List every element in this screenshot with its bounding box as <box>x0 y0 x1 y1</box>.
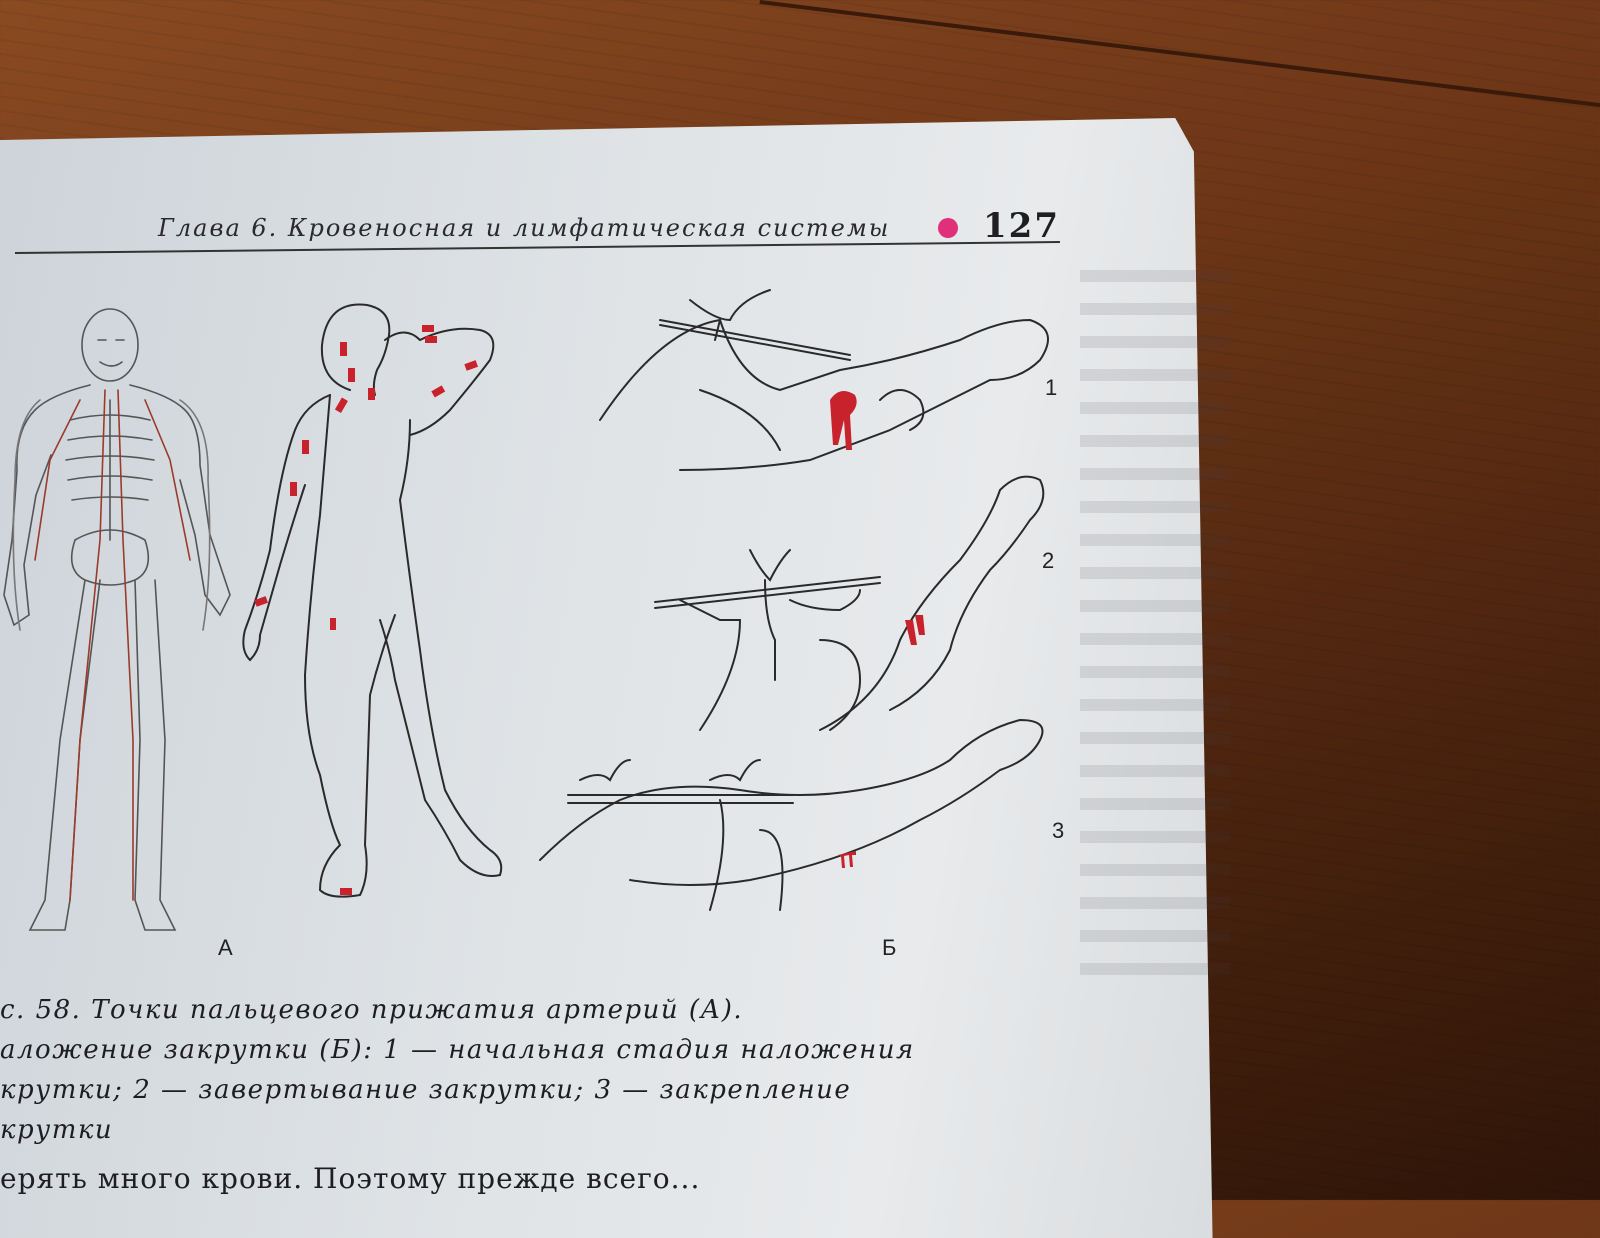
show-through-text <box>1080 270 1230 990</box>
running-head: Глава 6. Кровеносная и лимфатическая сис… <box>158 206 1058 246</box>
body-text-line: ерять много крови. Поэтому прежде всего.… <box>0 1162 701 1195</box>
tourniquet-step-2-illustration <box>654 475 1045 731</box>
figure-caption: с. 58. Точки пальцевого прижатия артерий… <box>0 990 1060 1150</box>
chapter-title: Глава 6. Кровеносная и лимфатическая сис… <box>158 214 891 242</box>
pressure-point <box>334 397 348 414</box>
pressure-point <box>330 618 336 630</box>
pressure-point <box>464 360 479 371</box>
caption-line: крутки <box>0 1115 114 1145</box>
book-page <box>0 118 1213 1238</box>
skeleton-illustration <box>3 308 231 931</box>
pressure-points <box>254 325 479 895</box>
chapter-marker-dot <box>938 218 958 238</box>
figure-58 <box>3 289 1049 931</box>
figure-label-b: Б <box>882 935 897 960</box>
pressure-point <box>340 342 347 356</box>
pressure-point <box>290 482 297 496</box>
caption-line: крутки; 2 — завертывание закрутки; 3 — з… <box>0 1075 852 1105</box>
step-label-2: 2 <box>1042 548 1055 573</box>
step-label-3: 3 <box>1052 818 1065 843</box>
bleeding-mark-3 <box>838 851 856 868</box>
tourniquet-step-1-illustration <box>599 289 1049 471</box>
step-label-1: 1 <box>1045 375 1058 400</box>
page-number: 127 <box>983 206 1060 246</box>
tourniquet-step-3-illustration <box>539 718 1044 911</box>
body-outline-illustration <box>242 303 503 898</box>
caption-line: аложение закрутки (Б): 1 — начальная ста… <box>0 1035 915 1065</box>
bleeding-mark-1 <box>830 391 857 450</box>
pressure-point <box>348 368 355 382</box>
artery-lines <box>34 389 191 901</box>
bleeding-mark-2 <box>905 615 925 645</box>
pressure-point <box>302 440 309 454</box>
pressure-point <box>431 385 446 398</box>
pressure-point <box>340 888 352 895</box>
pressure-point <box>254 596 269 607</box>
pressure-point <box>368 388 375 400</box>
pressure-point <box>422 325 434 332</box>
caption-line: с. 58. Точки пальцевого прижатия артерий… <box>0 995 744 1025</box>
figure-label-a: А <box>218 935 233 960</box>
pressure-point <box>425 336 437 343</box>
